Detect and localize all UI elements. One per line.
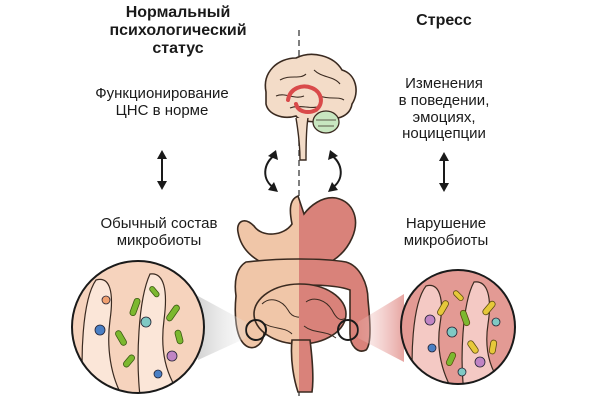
- zoom-beam-right: [358, 294, 404, 362]
- cns-normal-label: Функционирование ЦНС в норме: [95, 85, 229, 119]
- normal-microbiota-label: Обычный состав микробиоты: [100, 215, 218, 249]
- double-headed-arrow-icon: [439, 152, 449, 192]
- microbiota-disturbance-label: Нарушение микробиоты: [403, 215, 489, 249]
- microbiota-circle-disturbed: [400, 269, 516, 385]
- double-headed-arrow-icon: [157, 150, 167, 190]
- behavior-changes-label: Изменения в поведении, эмоциях, ноцицепц…: [398, 75, 490, 143]
- microbiota-circle-normal: [71, 260, 205, 394]
- brain-icon: [264, 53, 357, 161]
- zoom-beam-left: [198, 296, 246, 360]
- gut-icon: [234, 195, 371, 393]
- normal-status-header: Нормальный психологический статус: [109, 4, 247, 57]
- circular-arrows-icon: [264, 150, 342, 192]
- stress-header: Стресс: [416, 12, 472, 29]
